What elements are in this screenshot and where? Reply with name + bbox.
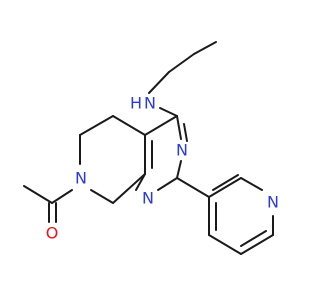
bond-c4a-c5 bbox=[112, 115, 146, 136]
bond-c4-n3-double bbox=[183, 123, 188, 142]
bond-py-1 bbox=[208, 177, 242, 198]
atom-piperidine-n: N bbox=[75, 169, 87, 188]
bond-propyl-1 bbox=[193, 41, 217, 55]
atom-pyridine-n: N bbox=[267, 193, 279, 212]
bond-propyl-2 bbox=[168, 53, 195, 73]
bond-py-4 bbox=[240, 234, 274, 255]
bond-c4-c4a bbox=[144, 115, 178, 136]
molecule-canvas: N H N N N N O bbox=[23, 41, 279, 255]
atom-amine-h: H bbox=[130, 94, 142, 113]
bond-n7-c8 bbox=[90, 189, 114, 204]
atom-amine-n: N bbox=[144, 94, 156, 113]
bond-n7-carbonyl bbox=[51, 189, 73, 204]
bond-c2-n1 bbox=[157, 177, 178, 191]
bond-py-2 bbox=[240, 177, 263, 191]
atom-pyrimidine-n-top: N bbox=[176, 141, 188, 160]
bond-py-1-double bbox=[212, 174, 239, 191]
bond-propyl-3 bbox=[148, 71, 170, 94]
bond-py-4-double bbox=[240, 230, 267, 247]
bond-c2-pyridine bbox=[176, 177, 210, 198]
bond-nh-c4 bbox=[159, 107, 178, 117]
bond-c5-c6 bbox=[79, 115, 114, 136]
bond-n3-c2 bbox=[176, 160, 182, 179]
bond-c4-n3 bbox=[176, 115, 182, 140]
atom-pyrimidine-n-bottom: N bbox=[142, 189, 154, 208]
bond-py-5 bbox=[208, 234, 242, 255]
bond-c8-c8a bbox=[112, 173, 146, 204]
molecule-structure: N H N N N N O bbox=[23, 41, 279, 255]
bond-carbonyl-methyl bbox=[23, 185, 53, 204]
atom-carbonyl-o: O bbox=[46, 224, 59, 243]
